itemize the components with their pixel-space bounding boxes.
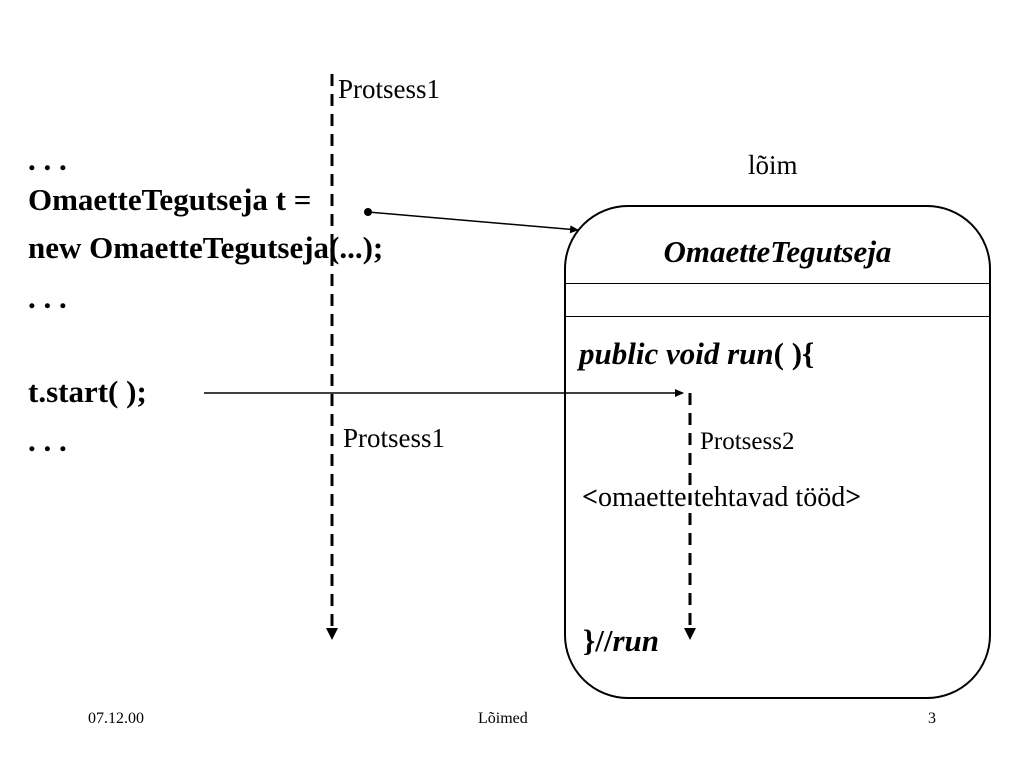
body-description: omaette tehtavad tööd <box>597 482 846 513</box>
method-end: }//run <box>583 625 659 656</box>
footer-date: 07.12.00 <box>88 710 144 727</box>
code-line-instantiation: new OmaetteTegutseja(...); <box>28 230 384 265</box>
end-brace: }// <box>583 623 613 658</box>
method-signature: public void run( ){ <box>579 338 814 369</box>
process1-top-label: Protsess1 <box>338 74 441 104</box>
footer-title: Lõimed <box>478 710 528 727</box>
reference-arrow <box>367 211 579 234</box>
attributes-divider <box>566 316 989 317</box>
process2-arrowhead <box>684 628 696 640</box>
body-open-bracket: < <box>582 482 598 513</box>
code-line-start-call: t.start( ); <box>28 374 147 409</box>
code-line-ellipsis-3: . . . <box>28 423 67 458</box>
thread-class-box <box>564 205 991 699</box>
end-comment: run <box>612 623 659 658</box>
method-signature-parens: ( ){ <box>773 336 815 371</box>
footer-page-number: 3 <box>928 710 936 727</box>
code-line-declaration: OmaetteTegutseja t = <box>28 182 312 217</box>
code-line-ellipsis-2: . . . <box>28 280 67 315</box>
method-body-text: <omaette tehtavad tööd> <box>582 484 861 512</box>
code-line-ellipsis-1: . . . <box>28 142 67 177</box>
class-name: OmaetteTegutseja <box>663 234 892 269</box>
process1-arrowhead <box>326 628 338 640</box>
body-close-bracket: > <box>845 482 862 513</box>
class-name-divider <box>566 283 989 284</box>
method-signature-keywords: public void run <box>579 336 774 371</box>
process1-mid-label: Protsess1 <box>343 423 446 453</box>
thread-label: lõim <box>748 150 798 180</box>
process2-label: Protsess2 <box>700 428 795 455</box>
